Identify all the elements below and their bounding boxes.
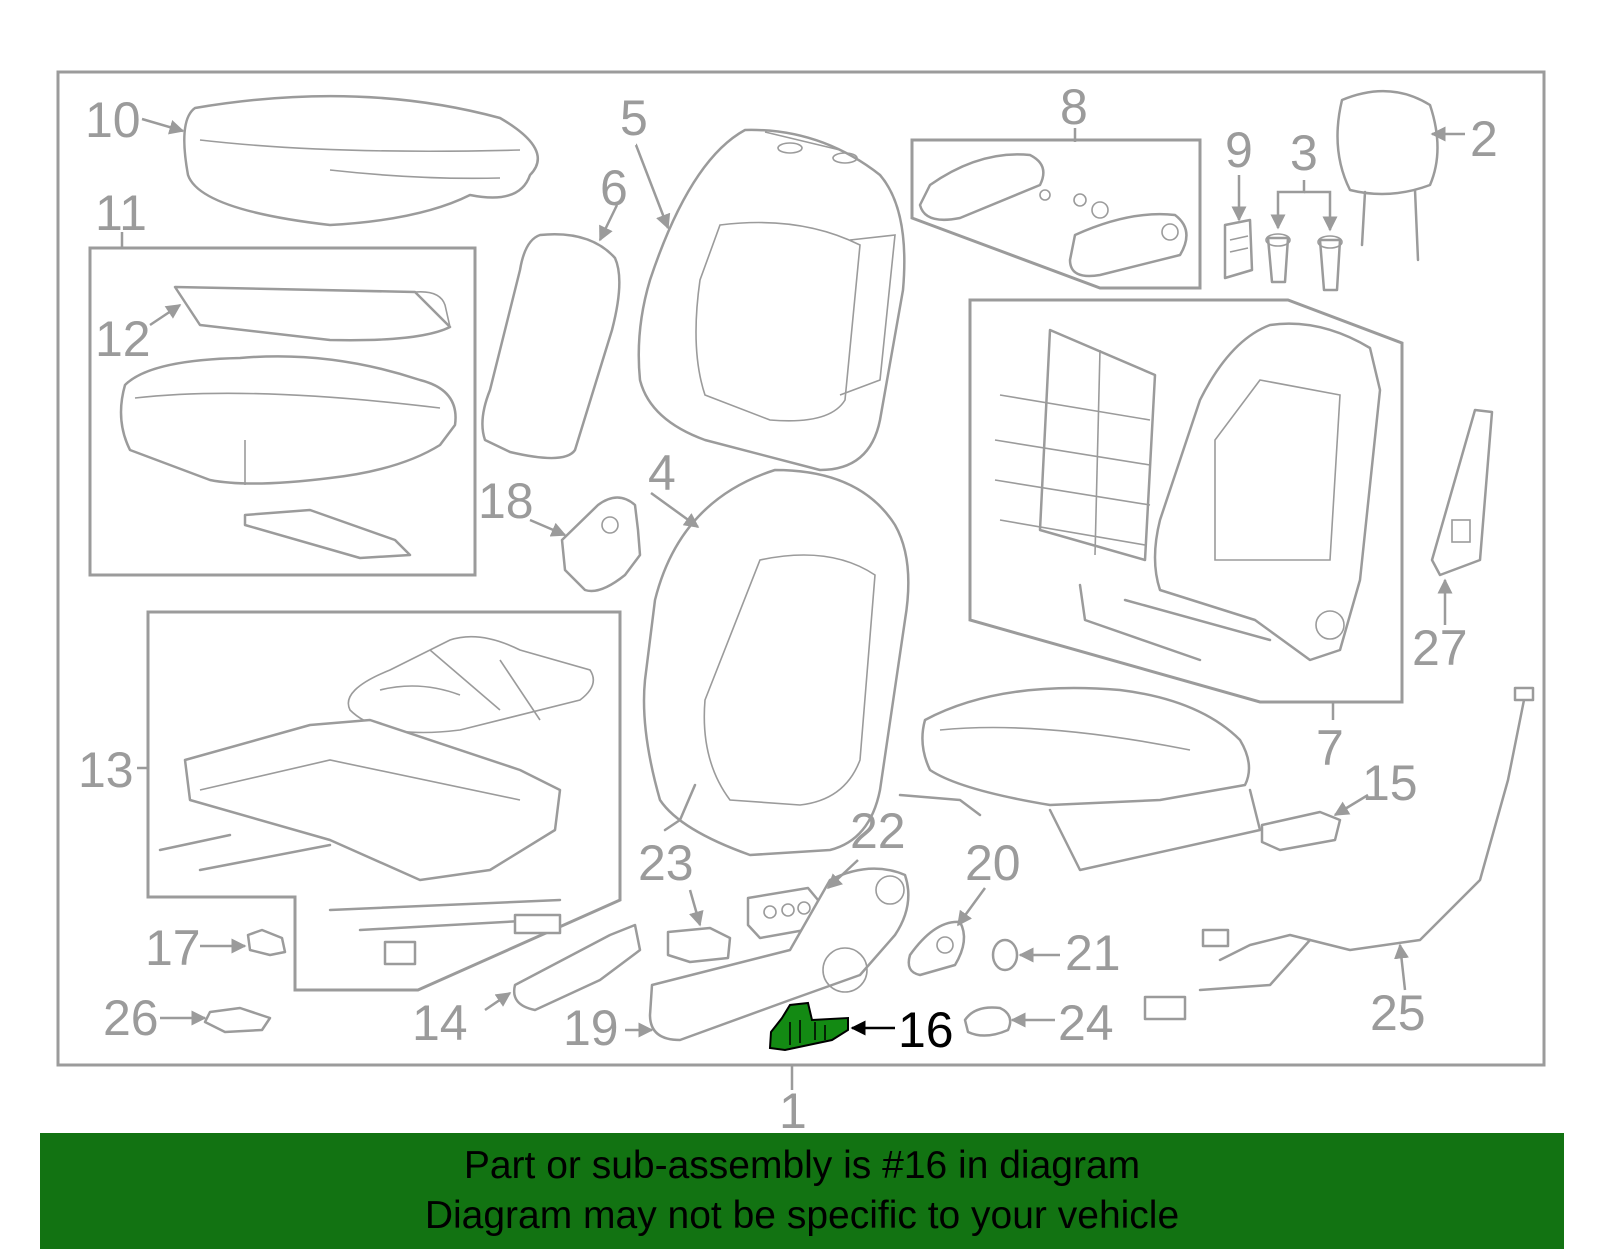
- callout-10: 10: [85, 92, 141, 148]
- callout-12: 12: [95, 311, 151, 367]
- part-2-headrest: [1336, 89, 1439, 262]
- group-box-7: [968, 298, 1404, 704]
- part-18-bracket: [560, 496, 642, 593]
- part-6-back-panel: [481, 233, 621, 460]
- callout-23: 23: [638, 835, 694, 891]
- part-14-trim: [512, 923, 642, 1012]
- part-27-side-panel: [1430, 408, 1494, 577]
- part-3-guides: [1265, 233, 1343, 292]
- callout-labels: 1 2 3 4 5 6 7 8 9 10 11 12 13 14 15 16 1…: [78, 79, 1498, 1139]
- callout-20: 20: [965, 835, 1021, 891]
- group-box-13: [146, 610, 622, 992]
- part-10-cushion-cover: [183, 94, 540, 227]
- callout-14: 14: [412, 995, 468, 1051]
- part-11-cushion-pad: [119, 355, 457, 560]
- callout-25: 25: [1370, 985, 1426, 1041]
- part-26-pad: [203, 1006, 272, 1034]
- callout-27: 27: [1412, 620, 1468, 676]
- callout-19: 19: [563, 1000, 619, 1056]
- callout-26: 26: [103, 990, 159, 1046]
- info-banner: Part or sub-assembly is #16 in diagram D…: [40, 1133, 1564, 1249]
- part-9-clip: [1223, 218, 1254, 280]
- callout-7: 7: [1316, 720, 1344, 776]
- part-17-clip: [246, 928, 287, 957]
- part-seat-cushion-assembly: [898, 686, 1262, 872]
- callout-13: 13: [78, 742, 134, 798]
- part-16-highlighted: [768, 1001, 849, 1052]
- group-box-11: [88, 246, 477, 577]
- callout-22: 22: [850, 803, 906, 859]
- part-24-cap: [963, 1006, 1012, 1037]
- group-box-8: [910, 138, 1202, 290]
- callout-1: 1: [779, 1083, 807, 1139]
- part-8-armrest: [918, 153, 1188, 278]
- part-5-back-cover: [637, 128, 906, 472]
- leader-lines: [120, 117, 1465, 1090]
- callout-4: 4: [648, 445, 676, 501]
- banner-line-disclaimer: Diagram may not be specific to your vehi…: [424, 1194, 1180, 1237]
- callout-18: 18: [478, 473, 534, 529]
- callout-8: 8: [1060, 79, 1088, 135]
- callout-11: 11: [95, 185, 147, 241]
- callout-17: 17: [145, 920, 201, 976]
- callout-6: 6: [600, 160, 628, 216]
- part-13-seat-adjuster: [158, 635, 595, 966]
- part-21-cap: [991, 938, 1019, 972]
- part-25-harness: [1143, 686, 1535, 1021]
- callout-21: 21: [1065, 925, 1121, 981]
- part-15-module: [1260, 810, 1342, 852]
- part-12-pad: [173, 285, 452, 342]
- part-4-back-outer: [642, 468, 910, 857]
- callout-16-highlighted: 16: [898, 1002, 954, 1058]
- part-23-switch: [666, 926, 732, 964]
- callout-3: 3: [1290, 125, 1318, 181]
- callout-15: 15: [1362, 755, 1418, 811]
- part-7-back-frame: [994, 322, 1382, 662]
- part-20-knob: [907, 920, 966, 977]
- callout-24: 24: [1058, 995, 1114, 1051]
- callout-9: 9: [1225, 122, 1253, 178]
- callout-2: 2: [1470, 111, 1498, 167]
- part-19-outer-shield: [648, 867, 910, 1042]
- banner-line-part-number: Part or sub-assembly is #16 in diagram: [463, 1144, 1141, 1187]
- diagram-frame: [56, 70, 1546, 1067]
- callout-5: 5: [620, 90, 648, 146]
